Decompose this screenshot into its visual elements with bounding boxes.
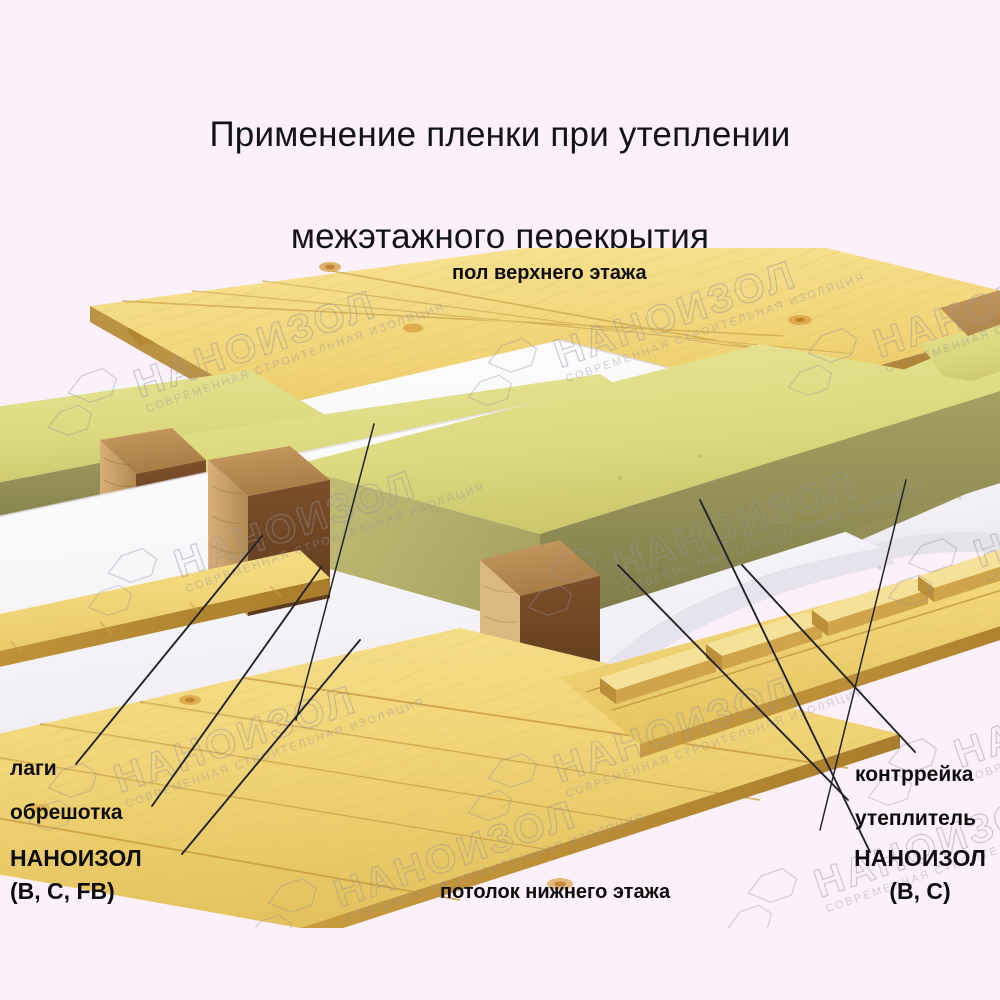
callout-floor-upper: пол верхнего этажа <box>452 262 647 284</box>
callout-lags: лаги <box>10 757 57 780</box>
callout-nanoizol-right-grades: (В, С) <box>889 878 951 904</box>
callout-ceiling-lower: потолок нижнего этажа <box>440 881 671 903</box>
page-title: Применение пленки при утеплении межэтажн… <box>0 58 1000 313</box>
page-title-line-2: межэтажного перекрытия <box>290 217 710 256</box>
callout-battens: обрешотка <box>10 801 123 824</box>
page-title-line-1: Применение пленки при утеплении <box>209 115 791 154</box>
callout-insulation: утеплитель <box>855 807 977 830</box>
callout-nanoizol-right: НАНОИЗОЛ <box>854 845 986 871</box>
illustration-scene <box>0 248 1000 928</box>
callout-counter-batten: контррейка <box>855 763 974 786</box>
callout-nanoizol-left-grades: (В, С, FB) <box>10 878 115 904</box>
construction-illustration: НАНОИЗОЛ СОВРЕМЕННАЯ СТРОИТЕЛЬНАЯ ИЗОЛЯЦ… <box>0 248 1000 928</box>
callout-nanoizol-left: НАНОИЗОЛ <box>10 845 142 871</box>
